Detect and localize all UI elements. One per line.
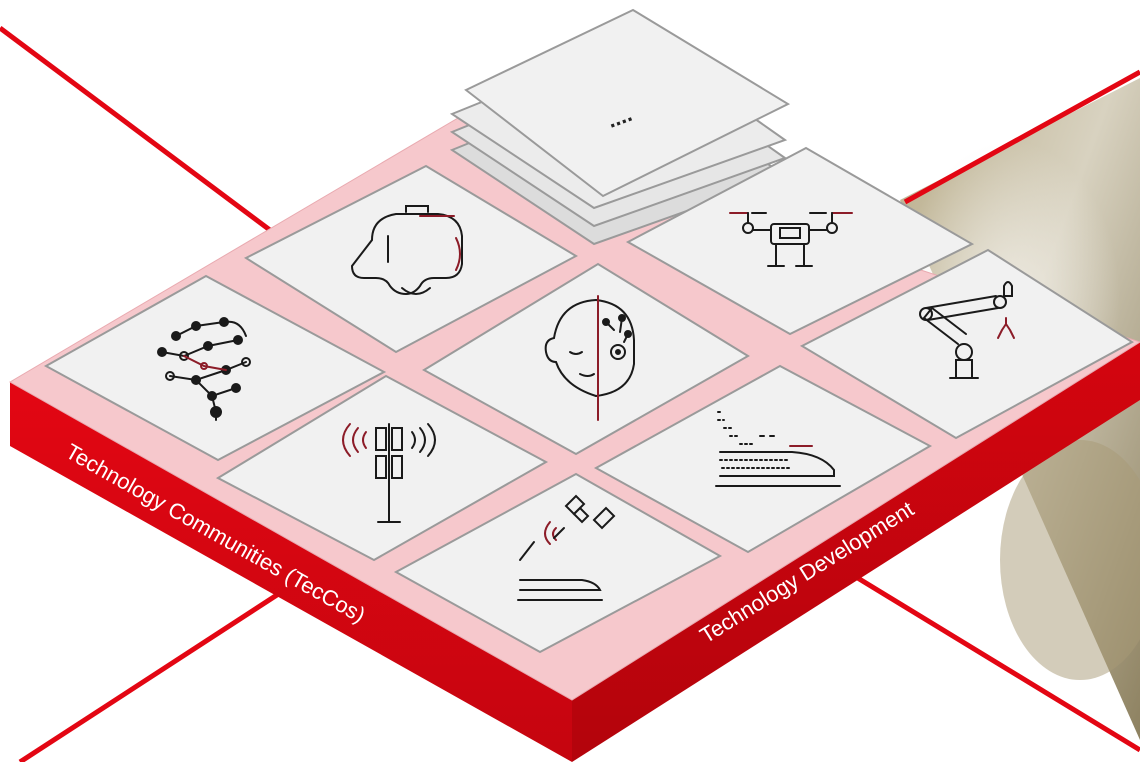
platform-left-face [10,382,572,762]
robot-arm-icon [919,281,1015,379]
cell-tower-icon [342,423,436,523]
tile-train [593,364,933,554]
tile-5g [215,374,549,562]
tile-vr [243,164,579,354]
tile-drone [625,146,975,336]
humanoid-head-icon [544,295,635,421]
platform-right-face [572,342,1140,762]
vr-headset-icon [350,205,463,296]
satellite-train-icon [517,494,616,601]
ai-brain-icon [157,317,251,421]
high-speed-train-icon [715,411,841,487]
tile-more: .... [449,8,791,246]
red-diagonal-lines [0,25,1140,762]
tile-satellite [393,472,723,654]
tile-cyborg [422,262,750,456]
drone-icon [729,212,853,267]
